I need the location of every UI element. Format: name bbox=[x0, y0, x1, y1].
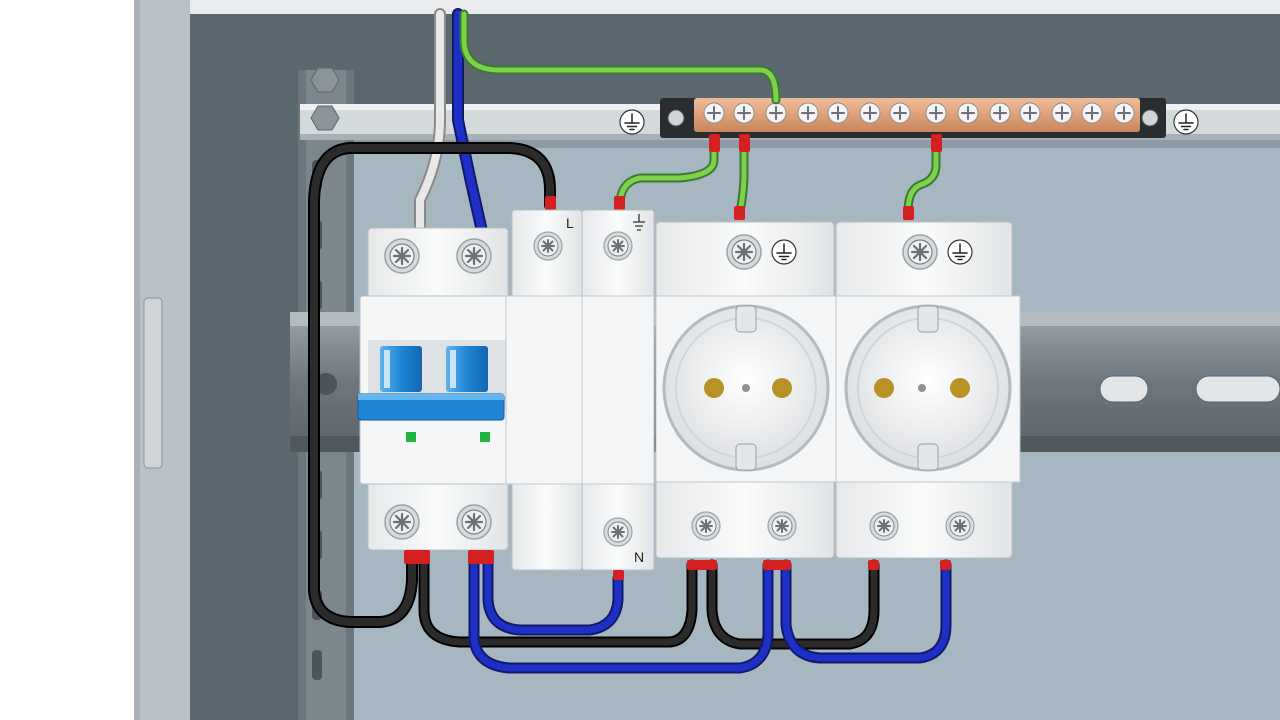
screw-icon bbox=[603, 517, 633, 547]
status-led bbox=[480, 432, 490, 442]
rail-slot bbox=[1099, 375, 1149, 403]
hex-nut bbox=[310, 105, 340, 131]
socket-pin-hole bbox=[704, 378, 724, 398]
socket-module-2 bbox=[835, 221, 1021, 559]
rail-hole bbox=[315, 373, 337, 395]
socket-pin-hole bbox=[772, 378, 792, 398]
screw-icon bbox=[383, 503, 421, 541]
ferrules-top bbox=[545, 134, 942, 220]
circuit-breaker bbox=[357, 227, 511, 551]
breaker-toggle[interactable] bbox=[380, 346, 422, 392]
screw-icon bbox=[691, 511, 721, 541]
terminal-block-pe-n: N bbox=[581, 209, 655, 571]
screw-icon bbox=[455, 237, 493, 275]
wires-bottom bbox=[418, 554, 952, 674]
screw-icon bbox=[725, 233, 763, 271]
screw-icon bbox=[455, 503, 493, 541]
socket-module-1 bbox=[655, 221, 837, 559]
terminal-block-ln: L bbox=[505, 209, 583, 571]
ground-icon bbox=[771, 239, 797, 265]
wires-top bbox=[308, 8, 941, 628]
screw-icon bbox=[869, 511, 899, 541]
screw-icon bbox=[383, 237, 421, 275]
rail-slot bbox=[1195, 375, 1280, 403]
screw-icon bbox=[901, 233, 939, 271]
status-led bbox=[406, 432, 416, 442]
socket-pin-hole bbox=[950, 378, 970, 398]
hex-nut bbox=[310, 67, 340, 93]
ground-icon bbox=[947, 239, 973, 265]
ferrules-bottom bbox=[404, 550, 951, 580]
screw-icon bbox=[603, 231, 633, 261]
ground-icon bbox=[1173, 109, 1199, 135]
screw-icon bbox=[945, 511, 975, 541]
socket-pin-hole bbox=[874, 378, 894, 398]
screw-icon bbox=[533, 231, 563, 261]
breaker-toggle[interactable] bbox=[446, 346, 488, 392]
door-hinge bbox=[143, 297, 163, 469]
ground-icon bbox=[633, 214, 645, 231]
line-label: L bbox=[566, 215, 574, 231]
ground-busbar bbox=[660, 98, 1166, 138]
neutral-label: N bbox=[634, 549, 644, 565]
screw-icon bbox=[767, 511, 797, 541]
ground-icon bbox=[619, 109, 645, 135]
